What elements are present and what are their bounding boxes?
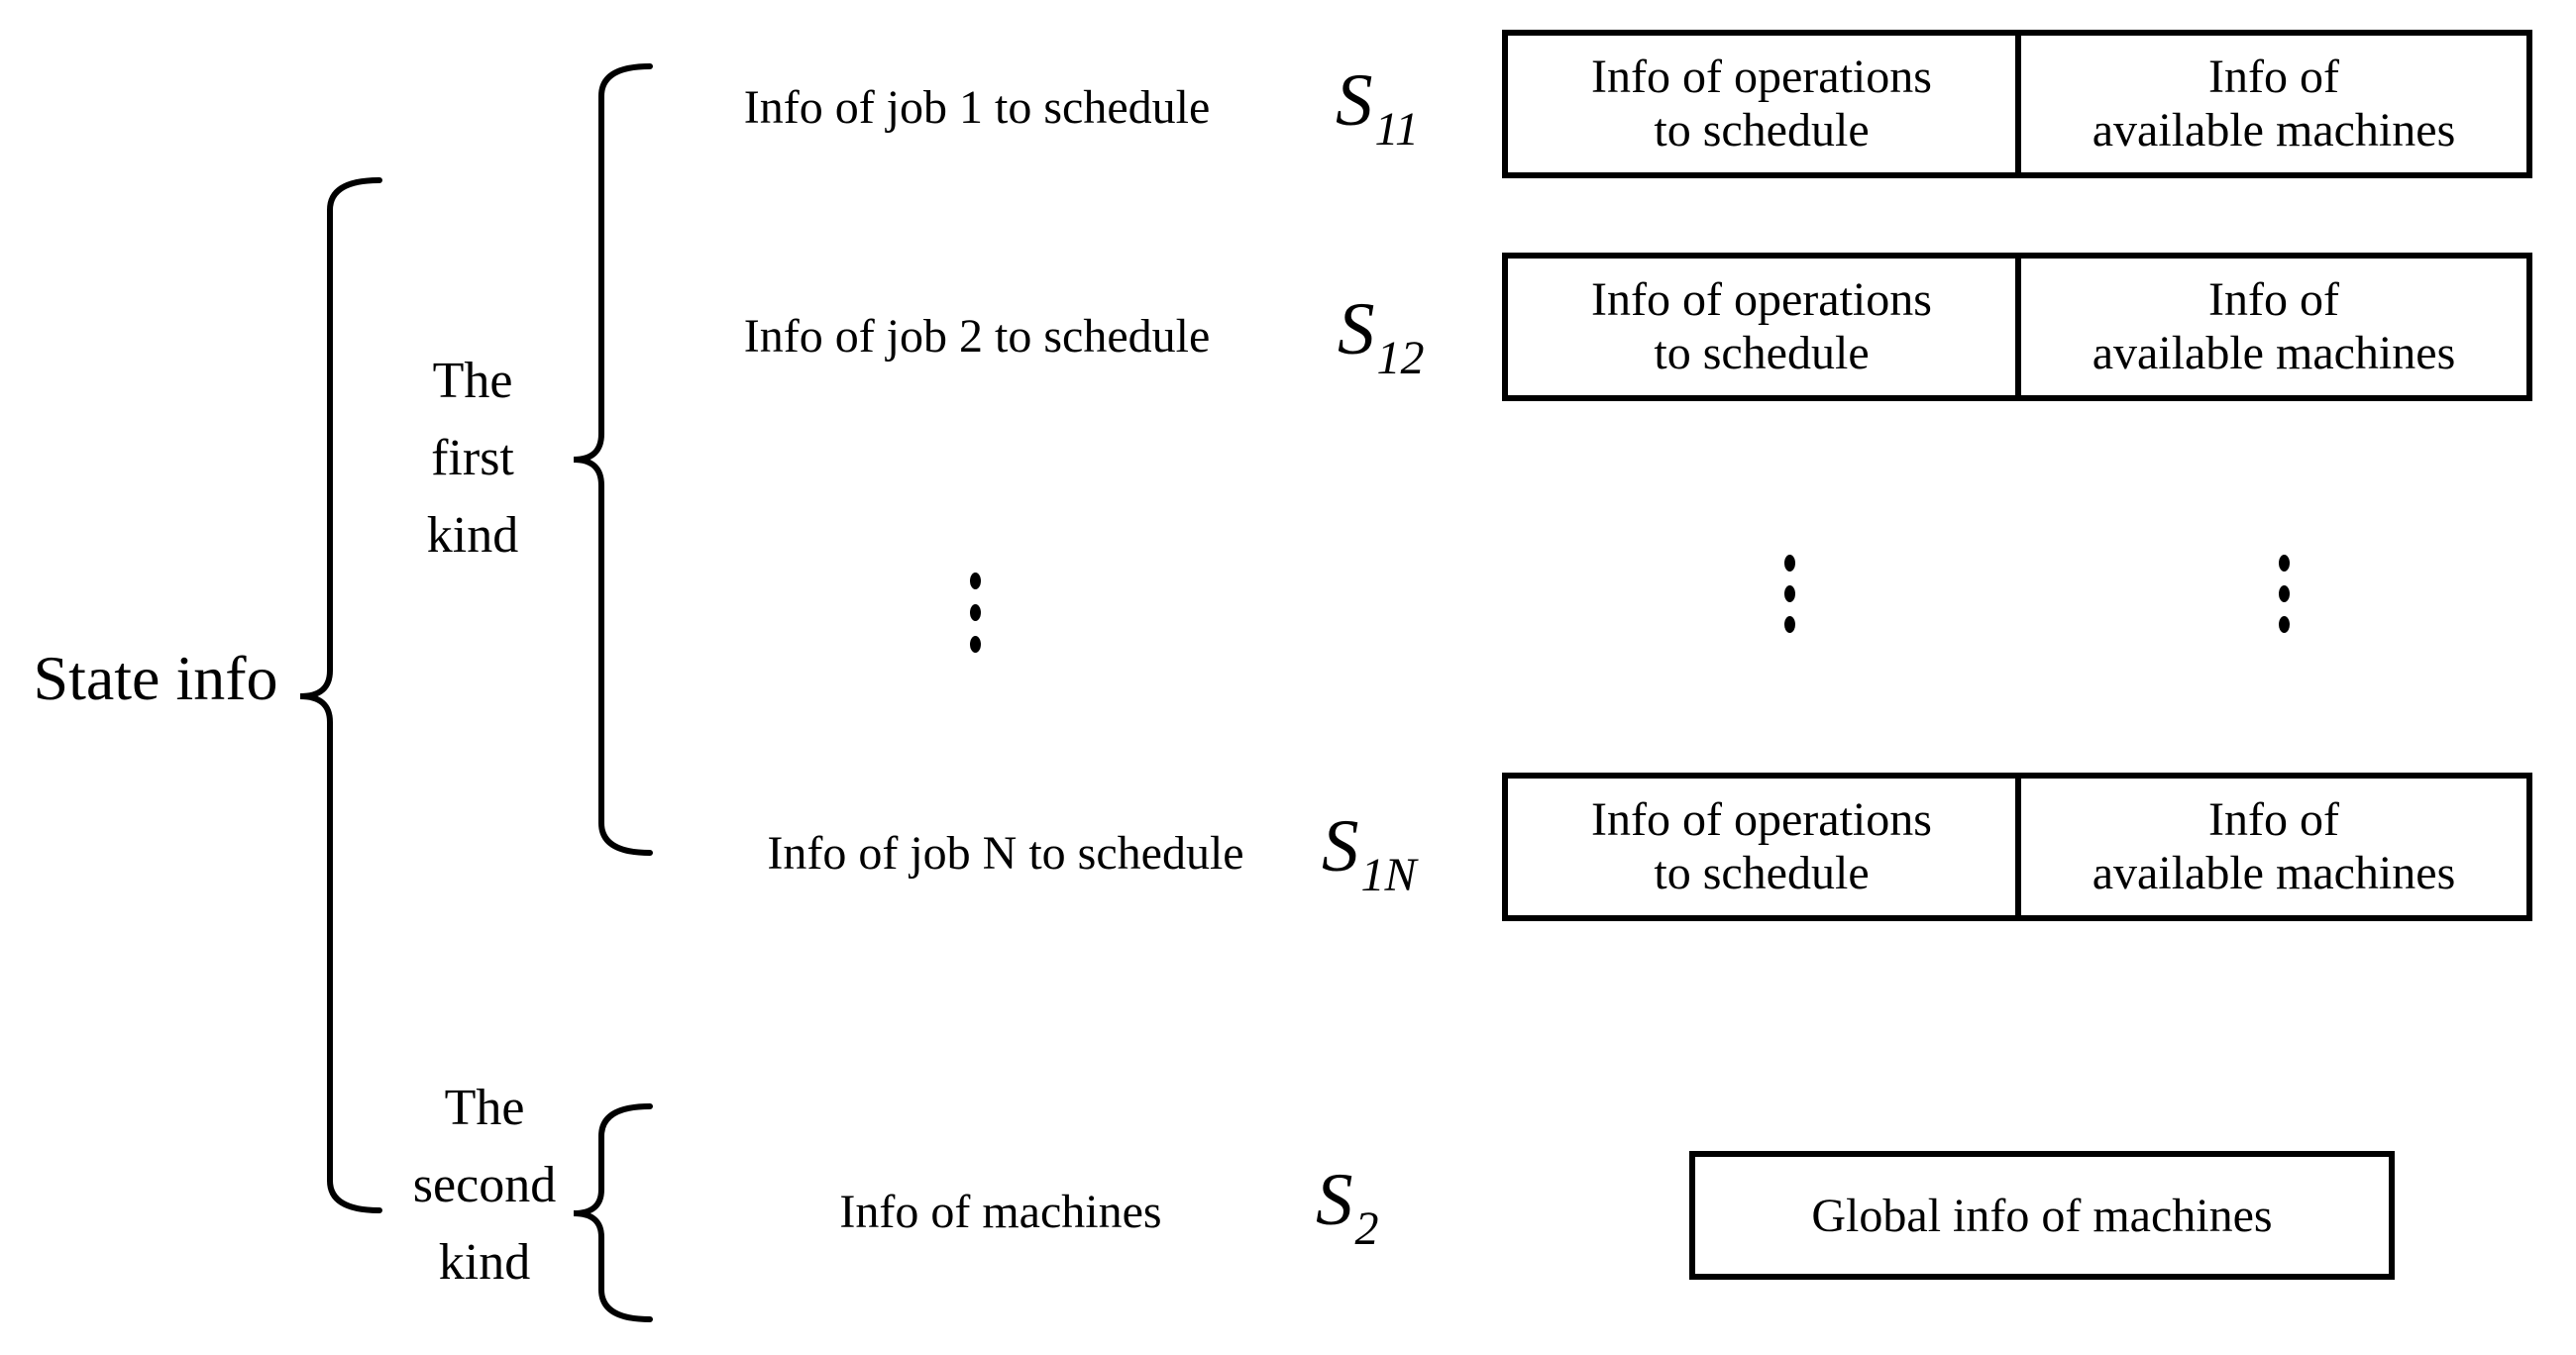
second-kind-line-2: second: [412, 1157, 557, 1213]
ellipsis-dot: [970, 604, 981, 621]
second-kind-brace: [573, 1103, 653, 1322]
s2-symbol-base: S: [1316, 1159, 1353, 1241]
s11-symbol: S11: [1336, 63, 1419, 156]
operations-cell-line-1: Info of operations: [1591, 273, 1932, 326]
machines-row-label: Info of machines: [839, 1186, 1162, 1238]
machines-cell-line-1: Info of: [2208, 793, 2339, 846]
state-info-label: State info: [33, 643, 278, 713]
s11-symbol-subscript: 11: [1374, 103, 1419, 156]
vertical-ellipsis-icon: [970, 573, 981, 653]
machines-cell-line-2: available machines: [2092, 327, 2456, 379]
second-kind-label: The second kind: [385, 1070, 584, 1302]
s12-symbol: S12: [1338, 292, 1425, 384]
job-1-state-box: Info of operations to schedule Info of a…: [1502, 30, 2532, 178]
operations-cell-line-2: to schedule: [1654, 327, 1870, 379]
operations-cell-line-2: to schedule: [1654, 104, 1870, 156]
s12-symbol-base: S: [1338, 288, 1375, 370]
s1n-symbol: S1N: [1322, 809, 1417, 901]
s2-symbol-subscript: 2: [1354, 1202, 1379, 1255]
operations-cell-line-2: to schedule: [1654, 847, 1870, 899]
job-2-state-box: Info of operations to schedule Info of a…: [1502, 253, 2532, 401]
first-kind-label: The first kind: [374, 343, 572, 574]
job-2-row-label: Info of job 2 to schedule: [743, 310, 1211, 363]
second-kind-line-3: kind: [438, 1234, 531, 1291]
vertical-ellipsis-icon: [2279, 555, 2290, 633]
available-machines-cell: Info of available machines: [2021, 779, 2526, 915]
ellipsis-dot: [970, 636, 981, 653]
job-n-row-label: Info of job N to schedule: [767, 827, 1244, 880]
ellipsis-dot: [1784, 585, 1795, 602]
first-kind-line-3: kind: [426, 507, 519, 564]
second-kind-line-1: The: [444, 1080, 525, 1136]
s1n-symbol-base: S: [1322, 805, 1359, 887]
available-machines-cell: Info of available machines: [2021, 36, 2526, 172]
first-kind-brace: [573, 63, 653, 856]
job-1-row-label: Info of job 1 to schedule: [743, 81, 1211, 134]
ellipsis-dot: [2279, 585, 2290, 602]
ellipsis-dot: [1784, 616, 1795, 633]
ellipsis-dot: [1784, 555, 1795, 572]
first-kind-line-2: first: [431, 430, 514, 486]
operations-info-cell: Info of operations to schedule: [1508, 779, 2021, 915]
vertical-ellipsis-icon: [1784, 555, 1795, 633]
first-kind-line-1: The: [432, 353, 513, 409]
machines-cell-line-2: available machines: [2092, 104, 2456, 156]
ellipsis-dot: [970, 573, 981, 589]
s11-symbol-base: S: [1336, 59, 1373, 142]
operations-cell-line-1: Info of operations: [1591, 51, 1932, 103]
operations-cell-line-1: Info of operations: [1591, 793, 1932, 846]
machines-cell-line-1: Info of: [2208, 51, 2339, 103]
machines-cell-line-1: Info of: [2208, 273, 2339, 326]
ellipsis-dot: [2279, 555, 2290, 572]
s1n-symbol-subscript: 1N: [1360, 849, 1417, 901]
operations-info-cell: Info of operations to schedule: [1508, 36, 2021, 172]
ellipsis-dot: [2279, 616, 2290, 633]
available-machines-cell: Info of available machines: [2021, 259, 2526, 395]
job-n-state-box: Info of operations to schedule Info of a…: [1502, 773, 2532, 921]
s2-symbol: S2: [1316, 1163, 1379, 1255]
machines-cell-line-2: available machines: [2092, 847, 2456, 899]
operations-info-cell: Info of operations to schedule: [1508, 259, 2021, 395]
global-machines-box-label: Global info of machines: [1811, 1189, 2273, 1242]
s12-symbol-subscript: 12: [1376, 332, 1425, 384]
state-info-brace: [299, 177, 382, 1213]
global-machines-box: Global info of machines: [1689, 1151, 2395, 1280]
